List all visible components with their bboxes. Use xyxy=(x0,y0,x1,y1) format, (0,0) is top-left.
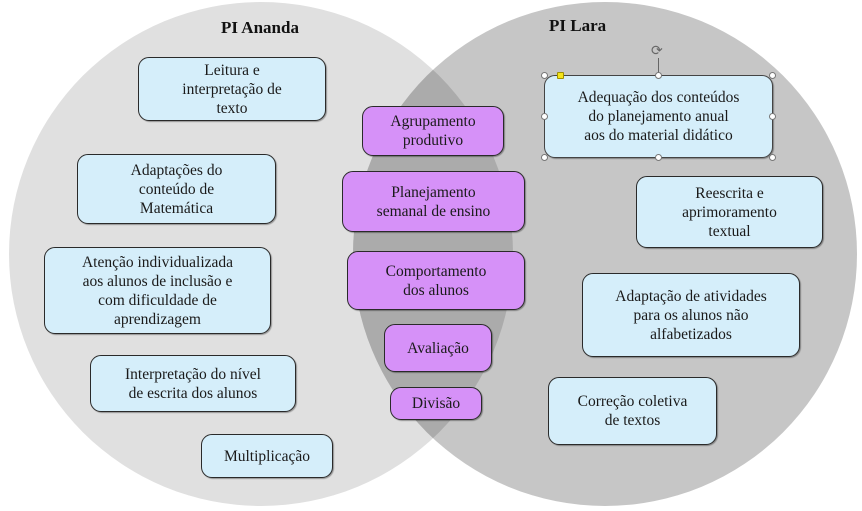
resize-handle-bottom[interactable] xyxy=(655,154,662,161)
adjust-handle-corner-radius[interactable] xyxy=(557,72,564,79)
item-atencao-individualizada[interactable]: Atenção individualizada aos alunos de in… xyxy=(44,247,271,334)
item-label: Adaptação de atividades para os alunos n… xyxy=(615,287,767,343)
item-label: Agrupamento produtivo xyxy=(390,113,476,149)
set-title-pi-ananda: PI Ananda xyxy=(221,18,299,37)
resize-handle-top[interactable] xyxy=(655,72,662,79)
item-agrupamento-produtivo[interactable]: Agrupamento produtivo xyxy=(362,106,504,156)
item-label: Correção coletiva de textos xyxy=(577,393,688,429)
item-label: Atenção individualizada aos alunos de in… xyxy=(81,253,234,328)
item-interpretacao-nivel-escrita[interactable]: Interpretação do nível de escrita dos al… xyxy=(90,355,296,412)
item-label: Adaptações do conteúdo de Matemática xyxy=(130,161,223,217)
resize-handle-top-left[interactable] xyxy=(541,72,548,79)
item-reescrita-aprimoramento[interactable]: Reescrita e aprimoramento textual xyxy=(636,176,823,248)
rotate-handle-stem xyxy=(658,58,659,75)
item-adequacao-conteudos[interactable]: Adequação dos conteúdos do planejamento … xyxy=(544,75,773,158)
item-adaptacoes-matematica[interactable]: Adaptações do conteúdo de Matemática xyxy=(77,154,276,224)
item-label: Avaliação xyxy=(407,339,469,357)
item-planejamento-semanal[interactable]: Planejamento semanal de ensino xyxy=(342,171,525,232)
item-label: Divisão xyxy=(411,395,461,412)
item-avaliacao[interactable]: Avaliação xyxy=(384,324,492,372)
item-label: Adequação dos conteúdos do planejamento … xyxy=(577,89,740,144)
item-label: Leitura e interpretação de texto xyxy=(182,61,282,117)
item-adaptacao-atividades[interactable]: Adaptação de atividades para os alunos n… xyxy=(582,273,800,357)
resize-handle-left[interactable] xyxy=(541,113,548,120)
resize-handle-top-right[interactable] xyxy=(769,72,776,79)
set-title-pi-lara: PI Lara xyxy=(549,16,607,35)
item-label: Multiplicação xyxy=(223,447,311,465)
resize-handle-bottom-right[interactable] xyxy=(769,154,776,161)
item-divisao[interactable]: Divisão xyxy=(390,387,482,420)
item-label: Interpretação do nível de escrita dos al… xyxy=(125,365,261,402)
item-multiplicacao[interactable]: Multiplicação xyxy=(201,434,333,478)
item-correcao-coletiva[interactable]: Correção coletiva de textos xyxy=(548,377,717,445)
item-label: Reescrita e aprimoramento textual xyxy=(682,184,777,240)
item-label: Comportamento dos alunos xyxy=(385,262,487,299)
item-comportamento-alunos[interactable]: Comportamento dos alunos xyxy=(347,251,525,310)
rotate-icon[interactable]: ⟳ xyxy=(651,43,663,59)
resize-handle-right[interactable] xyxy=(769,113,776,120)
item-leitura-interpretacao[interactable]: Leitura e interpretação de texto xyxy=(138,57,326,121)
resize-handle-bottom-left[interactable] xyxy=(541,154,548,161)
item-label: Planejamento semanal de ensino xyxy=(376,183,491,220)
